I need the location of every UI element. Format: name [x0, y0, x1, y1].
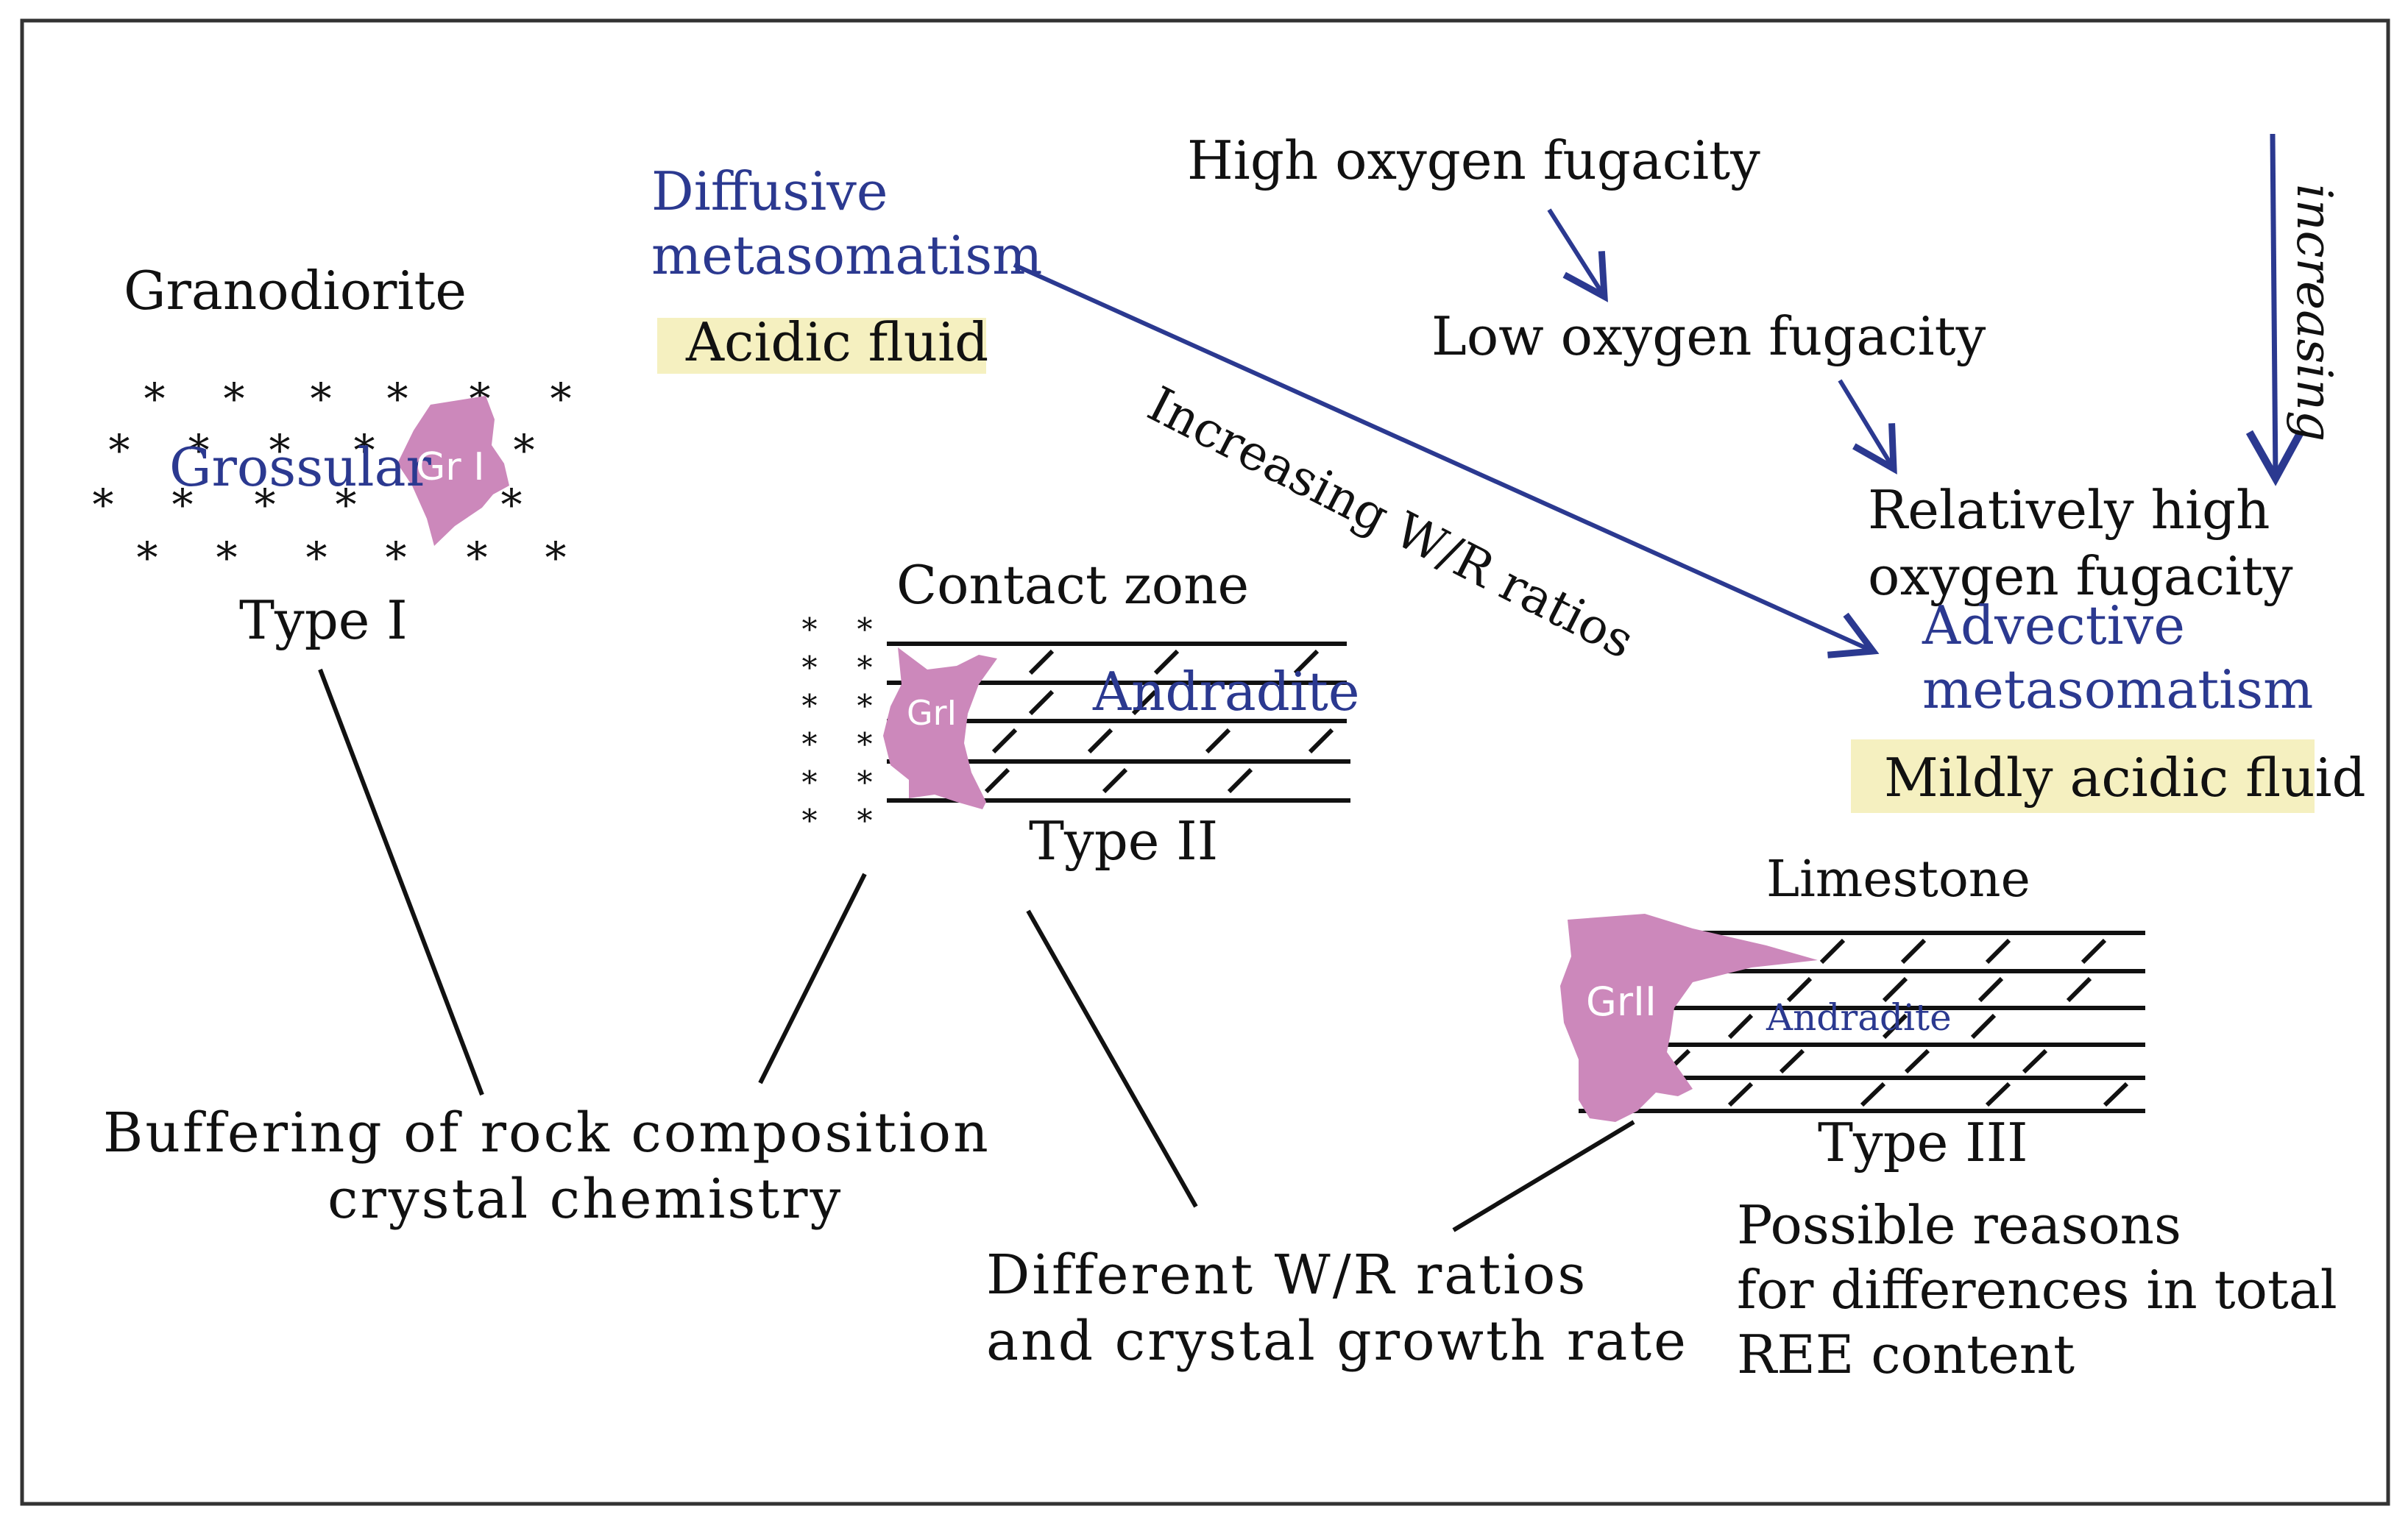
type-iii-label: Type III — [1818, 1112, 2028, 1173]
svg-text:*: * — [224, 374, 245, 424]
garnet-gr-iii-shape — [1560, 914, 1818, 1122]
limestone-label: Limestone — [1766, 851, 2030, 909]
svg-text:*: * — [514, 425, 535, 475]
svg-text:*: * — [255, 480, 276, 530]
svg-text:*: * — [857, 726, 873, 762]
differences-label: for differences in total — [1737, 1259, 2337, 1321]
ree-content-label: REE content — [1737, 1324, 2075, 1385]
svg-text:*: * — [387, 374, 408, 424]
advective-label: Advective — [1922, 594, 2185, 656]
garnet-gr-ii-shape — [883, 647, 997, 809]
svg-text:*: * — [269, 425, 291, 475]
granodiorite-label: Granodiorite — [124, 260, 467, 322]
andradite-iii-label: Andradite — [1766, 996, 1952, 1039]
type-ii-label: Type II — [1029, 810, 1218, 872]
possible-reasons-label: Possible reasons — [1737, 1194, 2181, 1256]
svg-text:*: * — [93, 480, 114, 530]
svg-text:*: * — [802, 611, 818, 647]
svg-text:*: * — [354, 425, 375, 475]
svg-text:*: * — [802, 764, 818, 800]
oxygen-fugacity-label: oxygen fugacity — [1868, 545, 2293, 607]
svg-text:*: * — [857, 803, 873, 839]
gr-iii-label: GrII — [1586, 979, 1657, 1025]
andradite-ii-label: Andradite — [1092, 661, 1359, 722]
mildly-acidic-highlight — [1851, 739, 2315, 813]
mildly-acidic-label: Mildly acidic fluid — [1884, 747, 2366, 809]
svg-text:*: * — [144, 374, 166, 424]
connector-lines — [318, 668, 1635, 1232]
crystal-chemistry-label: crystal chemistry — [327, 1168, 843, 1231]
svg-text:*: * — [306, 533, 327, 583]
diffusive-label: Diffusive — [651, 160, 888, 222]
gr-i-label: Gr I — [416, 445, 485, 489]
svg-text:*: * — [802, 688, 818, 724]
svg-text:*: * — [216, 533, 238, 583]
frame-border — [20, 18, 2390, 1506]
svg-text:*: * — [802, 803, 818, 839]
svg-text:*: * — [545, 533, 567, 583]
svg-text:*: * — [336, 480, 357, 530]
crystal-growth-label: and crystal growth rate — [986, 1310, 1688, 1373]
increasing-label: increasing — [2286, 184, 2343, 441]
svg-text:*: * — [137, 533, 158, 583]
different-wr-label: Different W/R ratios — [986, 1243, 1587, 1307]
svg-text:*: * — [857, 650, 873, 686]
gr-ii-small-label: GrI — [907, 693, 957, 733]
contact-zone-label: Contact zone — [896, 554, 1249, 616]
increasing-wr-label: Increasing W/R ratios — [1139, 376, 1643, 670]
high-oxygen-label: High oxygen fugacity — [1187, 129, 1760, 191]
acidic-fluid-label: Acidic fluid — [685, 311, 988, 373]
svg-text:*: * — [802, 650, 818, 686]
relatively-high-label: Relatively high — [1868, 479, 2270, 541]
high-to-low-arrow — [1547, 208, 1608, 302]
svg-text:*: * — [311, 374, 332, 424]
acidic-fluid-highlight — [657, 318, 986, 374]
increasing-arrow — [2245, 133, 2305, 486]
svg-text:*: * — [857, 611, 873, 647]
svg-text:*: * — [109, 425, 130, 475]
wr-ratio-arrow — [1013, 263, 1880, 658]
svg-text:*: * — [550, 374, 572, 424]
low-to-relative-arrow — [1838, 379, 1897, 475]
contact-zone-asterisks: ** ** ** ** ** ** — [802, 611, 873, 839]
buffering-label: Buffering of rock composition — [103, 1101, 991, 1165]
svg-text:*: * — [857, 764, 873, 800]
svg-text:*: * — [857, 688, 873, 724]
garnet-gr-i-shape — [397, 396, 509, 546]
advective-metasomatism-label: metasomatism — [1922, 658, 2313, 720]
svg-text:*: * — [386, 533, 407, 583]
svg-text:*: * — [172, 480, 194, 530]
svg-text:*: * — [188, 425, 210, 475]
grossular-label: Grossular — [169, 436, 432, 498]
type-i-label: Type I — [239, 589, 408, 651]
svg-text:*: * — [802, 726, 818, 762]
diffusive-metasomatism-label: metasomatism — [651, 224, 1042, 286]
low-oxygen-label: Low oxygen fugacity — [1431, 305, 1986, 367]
svg-text:*: * — [467, 533, 488, 583]
